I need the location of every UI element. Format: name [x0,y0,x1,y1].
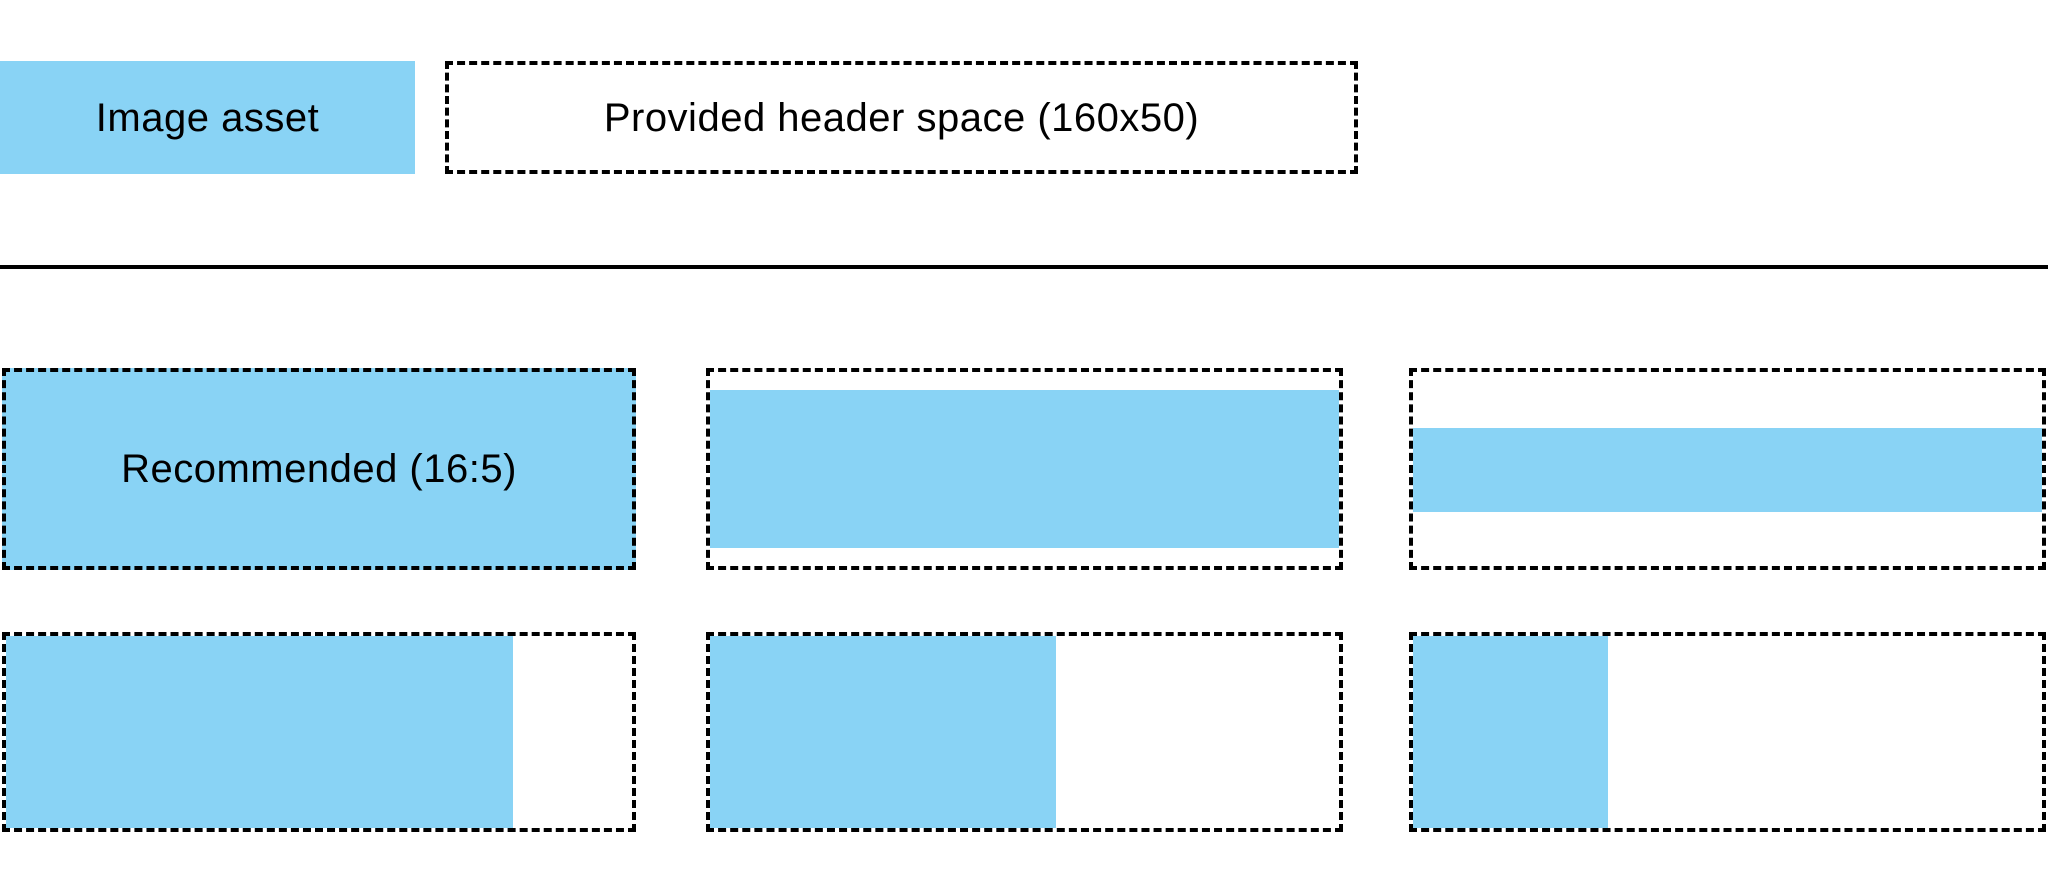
image-asset-fill [710,636,1056,828]
example-box-narrow-partial [1409,632,2046,832]
image-asset-fill [1413,428,2042,512]
image-asset-fill [710,390,1339,548]
image-asset-fill [1413,636,1608,828]
image-asset-fill [6,636,514,828]
recommended-label-wrap: Recommended (16:5) [6,372,632,566]
example-box-inner [6,636,632,828]
example-box-recommended: Recommended (16:5) [2,368,636,570]
example-box-thin-strip [1409,368,2046,570]
example-box-inner: Recommended (16:5) [6,372,632,566]
image-asset-swatch: Image asset [0,61,415,174]
example-box-half-partial [706,632,1343,832]
provided-header-space-box: Provided header space (160x50) [445,61,1358,174]
provided-header-space-label: Provided header space (160x50) [603,95,1200,140]
example-box-inner [1413,372,2042,566]
example-box-inner [1413,636,2042,828]
example-box-inner [710,372,1339,566]
example-box-tall-inset [706,368,1343,570]
image-asset-label: Image asset [95,95,320,140]
recommended-label: Recommended (16:5) [121,447,517,491]
example-box-inner [710,636,1339,828]
section-divider [0,265,2048,269]
image-asset-fill [6,372,632,566]
example-box-wide-partial [2,632,636,832]
